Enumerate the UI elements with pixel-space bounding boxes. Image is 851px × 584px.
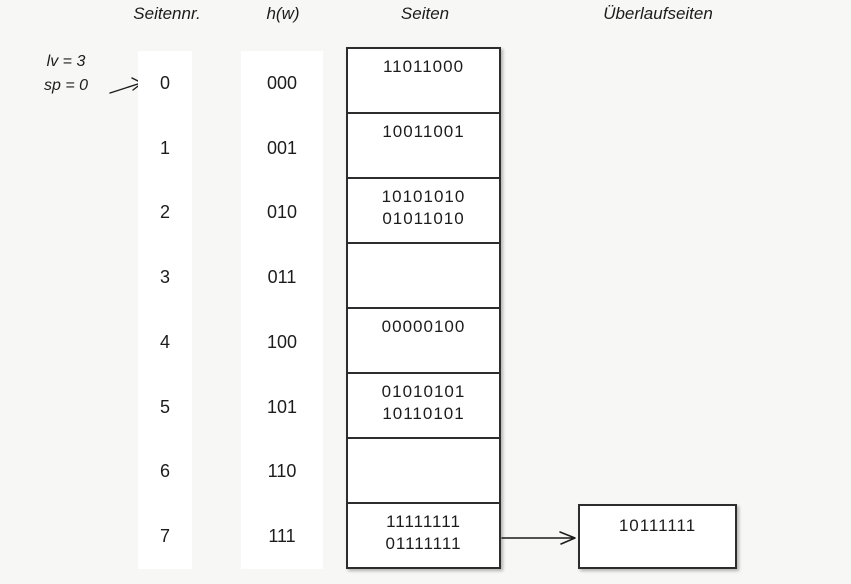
page-entry: 11111111 (386, 512, 461, 531)
overflow-link-arrow-icon (501, 531, 576, 545)
page-cell-5: 01010101 10110101 (348, 374, 499, 439)
hash-value-0: 000 (266, 72, 298, 93)
page-number-column: 0 1 2 3 4 5 6 7 (138, 51, 192, 569)
hash-value-5: 101 (266, 396, 298, 417)
page-number-1: 1 (159, 137, 170, 158)
page-cell-4: 00000100 (348, 309, 499, 374)
column-header-seiten: Seiten (400, 4, 450, 23)
column-header-hash-function: h(w) (266, 4, 300, 23)
column-header-seitennr: Seitennr. (133, 4, 201, 23)
level-value: lv = 3 (46, 53, 86, 70)
state-annotation: lv = 3 sp = 0 (36, 50, 96, 98)
pages-box: 11011000 10011001 10101010 01011010 0000… (346, 47, 501, 569)
page-number-0: 0 (159, 72, 170, 93)
page-entry: 11011000 (382, 57, 465, 76)
page-number-2: 2 (159, 202, 170, 223)
hash-value-4: 100 (266, 331, 298, 352)
page-entry: 00000100 (381, 317, 466, 336)
page-entry: 01011010 (382, 209, 465, 228)
hash-value-1: 001 (266, 137, 298, 158)
hash-value-column: 000 001 010 011 100 101 110 111 (241, 51, 323, 569)
page-entry: 10101010 (381, 187, 466, 206)
page-cell-1: 10011001 (348, 114, 499, 179)
hash-value-2: 010 (266, 202, 298, 223)
page-number-5: 5 (159, 396, 170, 417)
page-entry: 01010101 (381, 382, 466, 401)
page-cell-3 (348, 244, 499, 309)
page-cell-7: 11111111 01111111 (348, 504, 499, 567)
page-number-7: 7 (159, 526, 170, 547)
page-cell-6 (348, 439, 499, 504)
hash-value-7: 111 (268, 526, 296, 547)
split-pointer-value: sp = 0 (43, 77, 89, 94)
column-header-ueberlaufseiten: Überlaufseiten (603, 4, 713, 23)
page-entry: 10011001 (382, 122, 465, 141)
page-number-3: 3 (159, 267, 170, 288)
overflow-page-box: 10111111 (578, 504, 737, 569)
hash-value-6: 110 (267, 461, 297, 482)
page-number-6: 6 (159, 461, 170, 482)
page-cell-0: 11011000 (348, 49, 499, 114)
hash-value-3: 011 (267, 267, 297, 288)
page-entry: 10110101 (382, 404, 465, 423)
page-number-4: 4 (159, 331, 170, 352)
page-cell-2: 10101010 01011010 (348, 179, 499, 244)
page-entry: 01111111 (385, 534, 462, 553)
overflow-page-entry: 10111111 (618, 516, 697, 535)
